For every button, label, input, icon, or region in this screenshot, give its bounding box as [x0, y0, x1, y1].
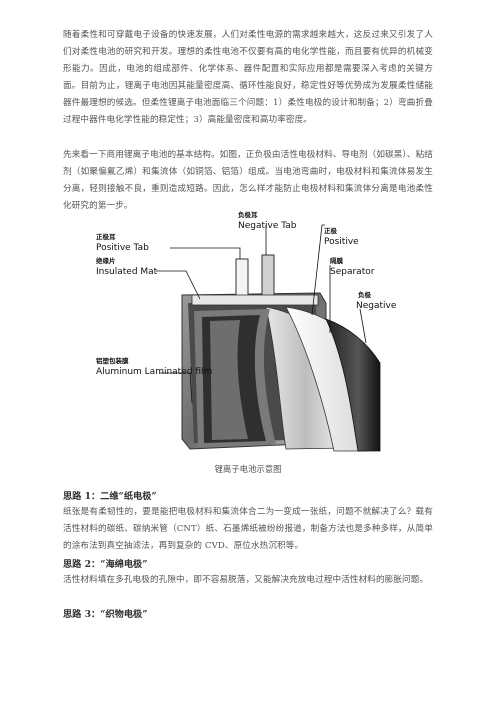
section-3-heading: 思路 3：“织物电极”	[63, 609, 148, 620]
label-negative-tab-cn: 负极耳	[238, 210, 258, 219]
negative-layer	[325, 318, 381, 452]
label-separator-cn: 隔膜	[330, 256, 344, 265]
label-negative-cn: 负极	[358, 290, 372, 299]
intro-paragraph: 随着柔性和可穿戴电子设备的快速发展，人们对柔性电源的需求越来越大，这反过来又引发…	[63, 30, 433, 125]
label-negative-tab-en: Negative Tab	[238, 221, 297, 231]
label-aluminum-film-en: Aluminum Laminated film	[96, 367, 212, 377]
label-negative-en: Negative	[356, 301, 397, 311]
leader-lines	[156, 224, 367, 404]
insulated-mat	[191, 294, 319, 306]
section-1-text: 纸张是有柔韧性的，要是能把电极材料和集流体合二为一变成一张纸，问题不就解决了么？…	[63, 507, 433, 551]
label-insulated-mat-en: Insulated Mat	[96, 267, 158, 277]
battery-diagram: 负极耳 Negative Tab 正极耳 Positive Tab 绝缘片 In…	[96, 210, 397, 452]
label-insulated-mat-cn: 绝缘片	[96, 256, 116, 265]
section-2-text: 活性材料填在多孔电极的孔隙中，即不容易脱落，又能解决充放电过程中活性材料的膨胀问…	[63, 575, 429, 585]
label-aluminum-film-cn: 铝塑包装膜	[96, 356, 129, 365]
structure-paragraph: 先来看一下商用锂离子电池的基本结构。如图，正负极由活性电极材料、导电剂（如碳黑）…	[63, 150, 433, 211]
section-1-heading: 思路 1：二维“纸电极”	[63, 491, 157, 502]
label-separator-en: Separator	[330, 267, 375, 277]
label-positive-cn: 正极	[324, 226, 338, 235]
section-2-heading: 思路 2：“海绵电极”	[63, 559, 148, 570]
figure-caption: 锂离子电池示意图	[214, 464, 282, 474]
label-positive-tab-en: Positive Tab	[96, 243, 149, 253]
label-positive-tab-cn: 正极耳	[96, 232, 116, 241]
label-positive-en: Positive	[324, 237, 359, 247]
